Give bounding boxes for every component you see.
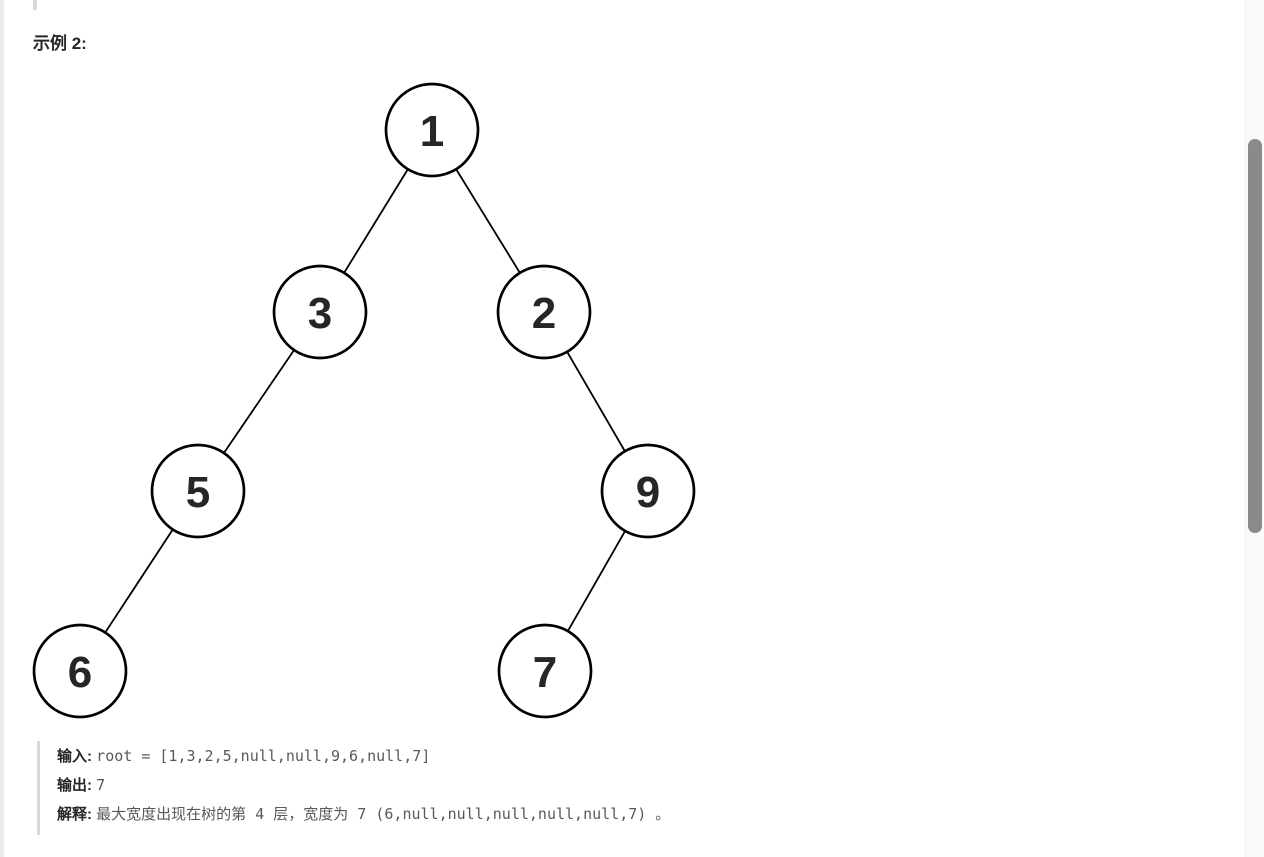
output-label: 输出: — [57, 777, 92, 794]
tree-node-label-5: 5 — [186, 468, 210, 517]
input-value: root = [1,3,2,5,null,null,9,6,null,7] — [96, 747, 431, 765]
tree-node-label-2: 2 — [532, 289, 556, 338]
panel-edge-divider — [0, 0, 4, 857]
previous-example-border-remnant — [33, 0, 37, 10]
tree-node-label-6: 6 — [68, 648, 92, 697]
example-explanation-line: 解释: 最大宽度出现在树的第 4 层，宽度为 7 (6,null,null,nu… — [57, 800, 670, 829]
tree-node-circle-3 — [272, 264, 368, 360]
tree-node-circle-5 — [150, 443, 246, 539]
tree-node-circle-9 — [600, 443, 696, 539]
output-value: 7 — [96, 776, 106, 794]
example-input-line: 输入: root = [1,3,2,5,null,null,9,6,null,7… — [57, 742, 670, 771]
tree-node-circle-1 — [384, 82, 480, 178]
example-heading: 示例 2: — [33, 34, 87, 53]
explanation-label: 解释: — [57, 806, 92, 823]
tree-node-label-1: 1 — [420, 107, 444, 156]
scrollbar-thumb[interactable] — [1248, 139, 1262, 533]
input-label: 输入: — [57, 748, 92, 765]
example-io-block: 输入: root = [1,3,2,5,null,null,9,6,null,7… — [37, 741, 684, 835]
tree-node-circle-6 — [32, 623, 128, 719]
tree-node-circle-7 — [497, 623, 593, 719]
tree-node-circle-2 — [496, 264, 592, 360]
explanation-value: 最大宽度出现在树的第 4 层，宽度为 7 (6,null,null,null,n… — [96, 805, 671, 823]
binary-tree-diagram: 1 3 2 5 9 6 7 — [32, 82, 696, 719]
tree-node-label-3: 3 — [308, 289, 332, 338]
tree-node-label-7: 7 — [533, 648, 557, 697]
tree-node-label-9: 9 — [636, 468, 660, 517]
example-output-line: 输出: 7 — [57, 771, 670, 800]
